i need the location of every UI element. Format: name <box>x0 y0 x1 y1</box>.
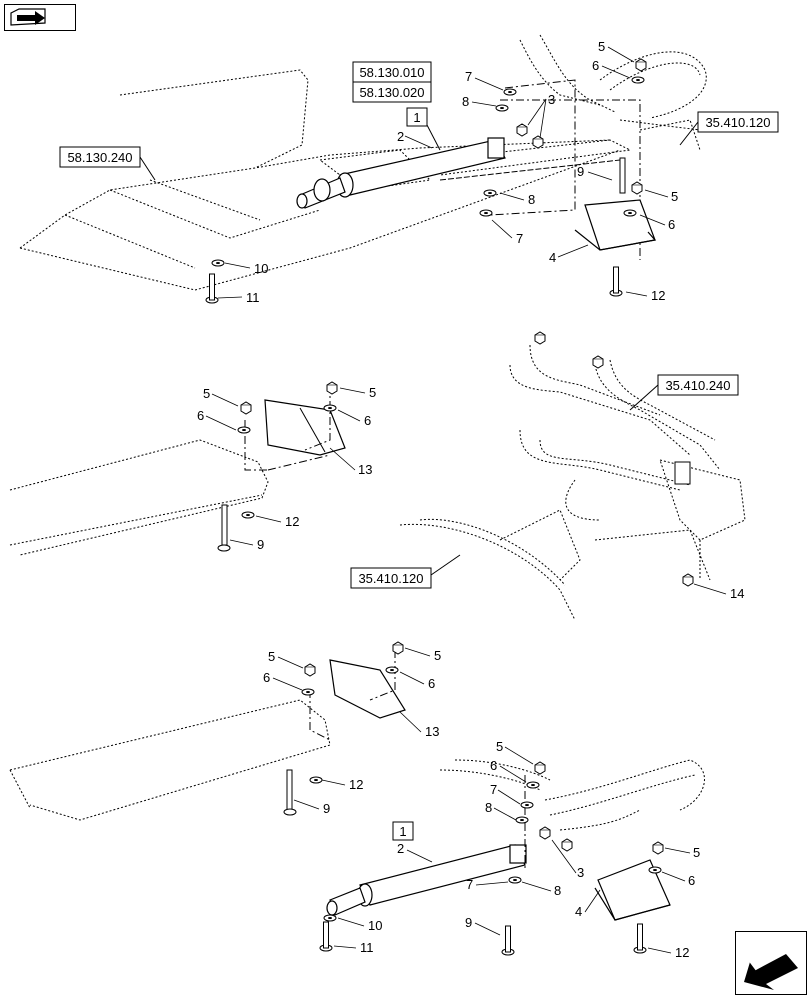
callout-label: 13 <box>358 462 372 477</box>
callout-label: 5 <box>268 649 275 664</box>
bottom-cylinder <box>326 844 527 916</box>
ref-box-58130240[interactable]: 58.130.240 <box>59 146 141 168</box>
callout-label: 12 <box>651 288 665 303</box>
ref-label: 35.410.240 <box>665 378 730 393</box>
mid-right-assembly <box>399 344 746 621</box>
leaders-mid-left <box>205 387 366 546</box>
callout-label: 6 <box>428 676 435 691</box>
callout-label: 8 <box>528 192 535 207</box>
callout-label: 12 <box>285 514 299 529</box>
mid-left-assembly <box>9 385 346 556</box>
top-assembly <box>19 34 707 291</box>
callouts-bottom-left: 5 5 6 6 9 12 13 <box>263 648 441 816</box>
ref-box-35410120-top[interactable]: 35.410.120 <box>697 111 779 133</box>
callout-label: 10 <box>254 261 268 276</box>
callout-label: 3 <box>577 865 584 880</box>
leaders-bottom-right <box>333 746 691 954</box>
callout-label: 9 <box>257 537 264 552</box>
callout-label: 1 <box>413 110 420 125</box>
callout-label: 2 <box>397 841 404 856</box>
bottom-right-assembly <box>326 759 705 921</box>
callouts-mid-left: 5 5 6 6 9 12 13 <box>197 385 376 552</box>
callout-1-top: 1 <box>406 107 441 151</box>
ref-label: 58.130.020 <box>359 85 424 100</box>
callout-label: 14 <box>730 586 744 601</box>
folder-arrow-icon <box>10 8 46 26</box>
callout-label: 6 <box>490 758 497 773</box>
leaders-bottom-left <box>272 647 431 810</box>
folder-nav-button[interactable] <box>4 4 76 31</box>
callout-1-bottom: 1 <box>392 821 414 841</box>
callouts-top: 2 3 4 5 5 6 6 7 7 8 8 9 10 11 12 <box>246 39 678 305</box>
callout-label: 6 <box>197 408 204 423</box>
callout-label: 8 <box>554 883 561 898</box>
callout-label: 11 <box>360 940 374 955</box>
ref-label: 35.410.120 <box>705 115 770 130</box>
ref-box-58130020[interactable]: 58.130.020 <box>352 81 432 103</box>
ref-label: 35.410.120 <box>358 571 423 586</box>
callout-label: 5 <box>434 648 441 663</box>
bottom-left-assembly <box>9 650 406 821</box>
previous-page-button[interactable] <box>735 931 807 995</box>
ref-label: 58.130.240 <box>67 150 132 165</box>
ref-box-58130010[interactable]: 58.130.010 <box>352 61 432 83</box>
callout-label: 7 <box>466 877 473 892</box>
callout-label: 9 <box>577 164 584 179</box>
callout-label: 7 <box>516 231 523 246</box>
callout-label: 5 <box>369 385 376 400</box>
callout-label: 6 <box>592 58 599 73</box>
leaders-top <box>217 46 669 299</box>
top-cylinder <box>296 137 506 209</box>
callout-label: 7 <box>465 69 472 84</box>
callout-label: 2 <box>397 129 404 144</box>
callout-label: 9 <box>323 801 330 816</box>
callout-label: 7 <box>490 782 497 797</box>
callout-label: 5 <box>693 845 700 860</box>
callout-label: 6 <box>364 413 371 428</box>
callout-label: 6 <box>263 670 270 685</box>
callout-label: 1 <box>399 824 406 839</box>
callout-label: 5 <box>671 189 678 204</box>
ref-box-35410120-mid[interactable]: 35.410.120 <box>350 567 432 589</box>
ref-box-35410240[interactable]: 35.410.240 <box>657 374 739 396</box>
callout-label: 4 <box>549 250 556 265</box>
callout-label: 9 <box>465 915 472 930</box>
callout-label: 12 <box>675 945 689 960</box>
callout-label: 12 <box>349 777 363 792</box>
callout-label: 3 <box>548 92 555 107</box>
callout-label: 4 <box>575 904 582 919</box>
callout-label: 8 <box>485 800 492 815</box>
ref-label: 58.130.010 <box>359 65 424 80</box>
prev-arrow-icon <box>744 954 798 990</box>
callout-label: 13 <box>425 724 439 739</box>
callout-label: 11 <box>246 290 260 305</box>
callout-label: 10 <box>368 918 382 933</box>
callouts-bottom-right: 2 3 4 5 5 6 6 7 7 8 8 9 10 11 12 <box>360 739 700 960</box>
callout-label: 6 <box>688 873 695 888</box>
callout-label: 5 <box>203 386 210 401</box>
callout-label: 8 <box>462 94 469 109</box>
callout-label: 6 <box>668 217 675 232</box>
callout-label: 5 <box>598 39 605 54</box>
callout-label: 5 <box>496 739 503 754</box>
